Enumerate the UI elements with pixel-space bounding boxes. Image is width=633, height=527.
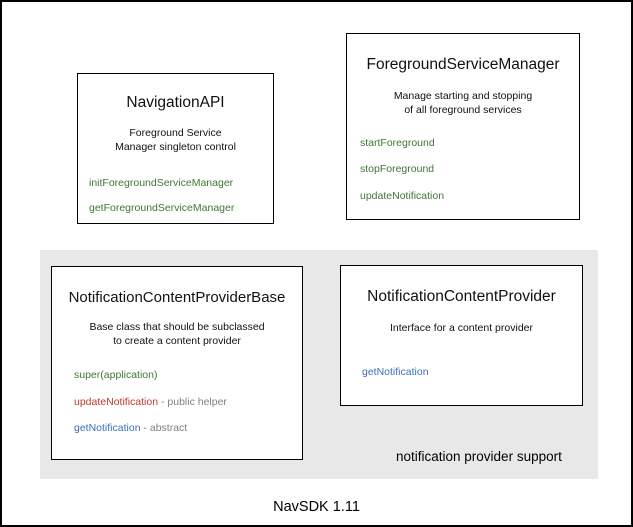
member-row[interactable]: getNotification: [362, 365, 582, 379]
class-title-navigation-api: NavigationAPI: [126, 94, 225, 111]
class-description-line: of all foreground services: [404, 103, 522, 116]
class-title-foreground-service-manager: ForegroundServiceManager: [366, 56, 560, 73]
class-box-navigation-api[interactable]: NavigationAPI Foreground Service Manager…: [77, 73, 274, 224]
class-description-line: Interface for a content provider: [390, 321, 533, 334]
class-description-line: Manager singleton control: [115, 140, 236, 153]
member-name: updateNotification: [360, 189, 445, 202]
member-list-navigation-api: initForegroundServiceManager getForegrou…: [78, 176, 273, 215]
member-name: startForeground: [360, 136, 435, 149]
class-description-notification-content-provider: Interface for a content provider: [341, 322, 582, 336]
member-name: stopForeground: [360, 163, 435, 176]
member-note: - abstract: [140, 422, 188, 435]
group-panel-label: notification provider support: [396, 449, 562, 464]
member-row[interactable]: initForegroundServiceManager: [89, 176, 273, 190]
member-row[interactable]: stopForeground: [360, 163, 579, 176]
class-title-notification-content-provider: NotificationContentProvider: [367, 288, 556, 305]
member-row[interactable]: super(application): [74, 368, 302, 382]
class-description-foreground-service-manager: Manage starting and stopping of all fore…: [347, 90, 579, 118]
member-name: getNotification: [74, 422, 141, 435]
class-description-line: Foreground Service: [129, 126, 222, 139]
footer-caption: NavSDK 1.11: [273, 499, 360, 515]
class-description-line: to create a content provider: [113, 335, 241, 348]
class-box-notification-content-provider-base[interactable]: NotificationContentProviderBase Base cla…: [51, 266, 303, 460]
class-box-foreground-service-manager[interactable]: ForegroundServiceManager Manage starting…: [346, 33, 580, 220]
class-title-notification-content-provider-base: NotificationContentProviderBase: [68, 289, 286, 306]
member-name: getNotification: [362, 365, 429, 378]
member-row[interactable]: getForegroundServiceManager: [89, 202, 273, 215]
member-row[interactable]: startForeground: [360, 136, 579, 150]
class-description-notification-content-provider-base: Base class that should be subclassed to …: [52, 321, 302, 349]
member-name: getForegroundServiceManager: [89, 202, 235, 215]
member-list-notification-content-provider-base: super(application) updateNotification - …: [52, 368, 302, 435]
member-list-foreground-service-manager: startForeground stopForeground updateNot…: [347, 136, 579, 203]
member-name: initForegroundServiceManager: [89, 176, 234, 189]
class-description-line: Manage starting and stopping: [393, 89, 533, 102]
class-description-line: Base class that should be subclassed: [89, 321, 265, 334]
member-row[interactable]: updateNotification - public helper: [74, 395, 302, 409]
member-note: - public helper: [158, 395, 227, 408]
member-row[interactable]: updateNotification: [360, 189, 579, 203]
member-row[interactable]: getNotification - abstract: [74, 422, 302, 435]
member-name: updateNotification: [74, 395, 159, 408]
class-description-navigation-api: Foreground Service Manager singleton con…: [78, 127, 273, 155]
member-name: super(application): [74, 368, 158, 381]
member-list-notification-content-provider: getNotification: [341, 365, 582, 379]
class-box-notification-content-provider[interactable]: NotificationContentProvider Interface fo…: [340, 265, 583, 406]
